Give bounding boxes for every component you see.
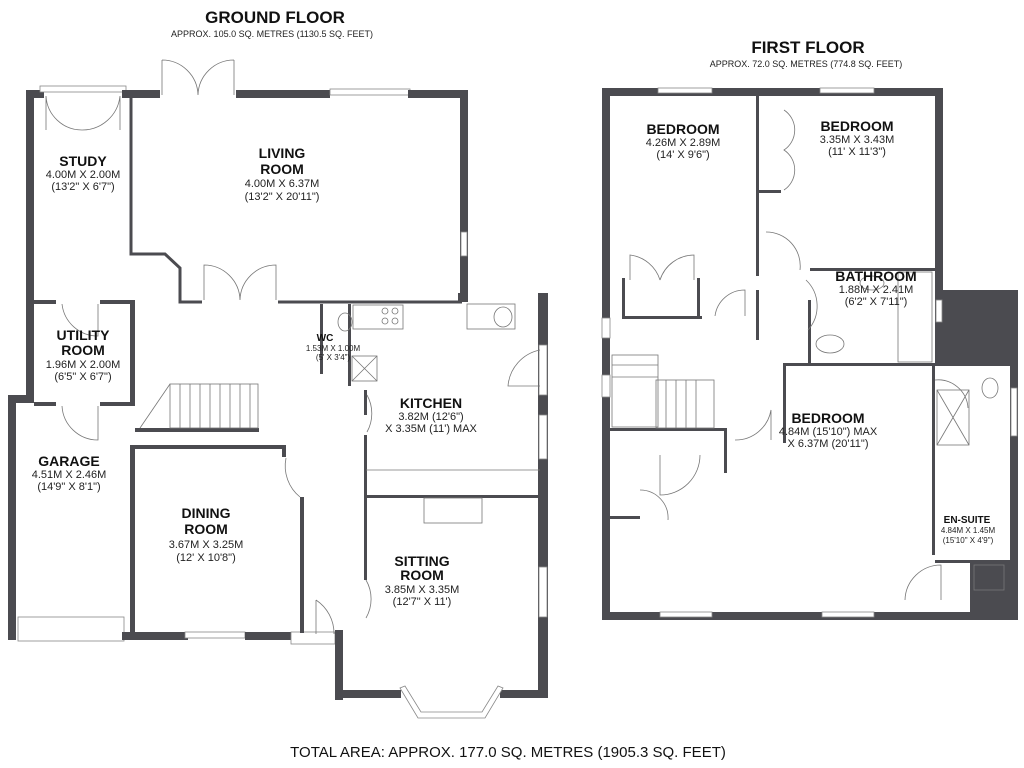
living-room-dim-ft: (13'2" X 20'11") — [245, 191, 320, 203]
en-suite-label: EN-SUITE — [944, 515, 991, 526]
utility-room-label-2: ROOM — [61, 342, 105, 358]
garage-dim-ft: (14'9" X 8'1") — [37, 481, 100, 493]
wc-label: WC — [317, 333, 334, 344]
study-dim-m: 4.00M X 2.00M — [46, 169, 121, 181]
ground-floor-labels: GROUND FLOOR APPROX. 105.0 SQ. METRES (1… — [32, 8, 478, 608]
bathroom-label: BATHROOM — [835, 268, 916, 284]
en-suite-dim-m: 4.84M X 1.45M — [941, 526, 996, 535]
sitting-room-label-2: ROOM — [400, 567, 444, 583]
dining-room-label-2: ROOM — [184, 521, 228, 537]
bedroom-2-label: BEDROOM — [820, 118, 893, 134]
living-room-label-2: ROOM — [260, 161, 304, 177]
study-label: STUDY — [59, 153, 107, 169]
wc-dim-m: 1.53M X 1.00M — [306, 344, 361, 353]
first-floor-title: FIRST FLOOR — [751, 38, 864, 57]
first-floor-labels: FIRST FLOOR APPROX. 72.0 SQ. METRES (774… — [646, 38, 996, 545]
sitting-dim-ft: (12'7" X 11') — [393, 596, 452, 608]
wc-dim-ft: (5' X 3'4") — [316, 353, 351, 362]
bathroom-dim-ft: (6'2" X 7'11") — [845, 296, 908, 308]
bedroom-3-dim-ft: X 6.37M (20'11") — [787, 438, 868, 450]
bedroom-1-dim-ft: (14' X 9'6") — [656, 149, 709, 161]
kitchen-label: KITCHEN — [400, 395, 462, 411]
bedroom-1-label: BEDROOM — [646, 121, 719, 137]
sitting-room-label: SITTING — [394, 553, 449, 569]
study-dim-ft: (13'2" X 6'7") — [51, 181, 114, 193]
utility-dim-ft: (6'5" X 6'7") — [54, 371, 111, 383]
ground-floor-title: GROUND FLOOR — [205, 8, 345, 27]
ground-floor-walls — [8, 59, 548, 719]
living-room-label: LIVING — [259, 145, 306, 161]
total-area: TOTAL AREA: APPROX. 177.0 SQ. METRES (19… — [290, 744, 726, 761]
living-room-dim-m: 4.00M X 6.37M — [245, 178, 320, 190]
bathroom-dim-m: 1.88M X 2.41M — [839, 284, 914, 296]
dining-room-label: DINING — [182, 505, 231, 521]
bedroom-3-label: BEDROOM — [791, 410, 864, 426]
sitting-dim-m: 3.85M X 3.35M — [385, 584, 460, 596]
dining-dim-ft: (12' X 10'8") — [176, 552, 235, 564]
utility-dim-m: 1.96M X 2.00M — [46, 359, 121, 371]
garage-label: GARAGE — [38, 453, 99, 469]
garage-dim-m: 4.51M X 2.46M — [32, 469, 107, 481]
dining-dim-m: 3.67M X 3.25M — [169, 539, 244, 551]
kitchen-dim-ft: X 3.35M (11') MAX — [385, 423, 477, 435]
en-suite-dim-ft: (15'10" X 4'9") — [943, 536, 994, 545]
bedroom-1-dim-m: 4.26M X 2.89M — [646, 137, 721, 149]
first-floor-walls — [601, 87, 1018, 620]
kitchen-dim-m: 3.82M (12'6") — [398, 411, 463, 423]
bedroom-2-dim-ft: (11' X 11'3") — [828, 146, 886, 158]
utility-room-label: UTILITY — [57, 327, 111, 343]
bedroom-3-dim-m: 4.84M (15'10") MAX — [779, 426, 878, 438]
bedroom-2-dim-m: 3.35M X 3.43M — [820, 134, 895, 146]
first-floor-area: APPROX. 72.0 SQ. METRES (774.8 SQ. FEET) — [710, 59, 903, 69]
ground-floor-area: APPROX. 105.0 SQ. METRES (1130.5 SQ. FEE… — [171, 29, 373, 39]
